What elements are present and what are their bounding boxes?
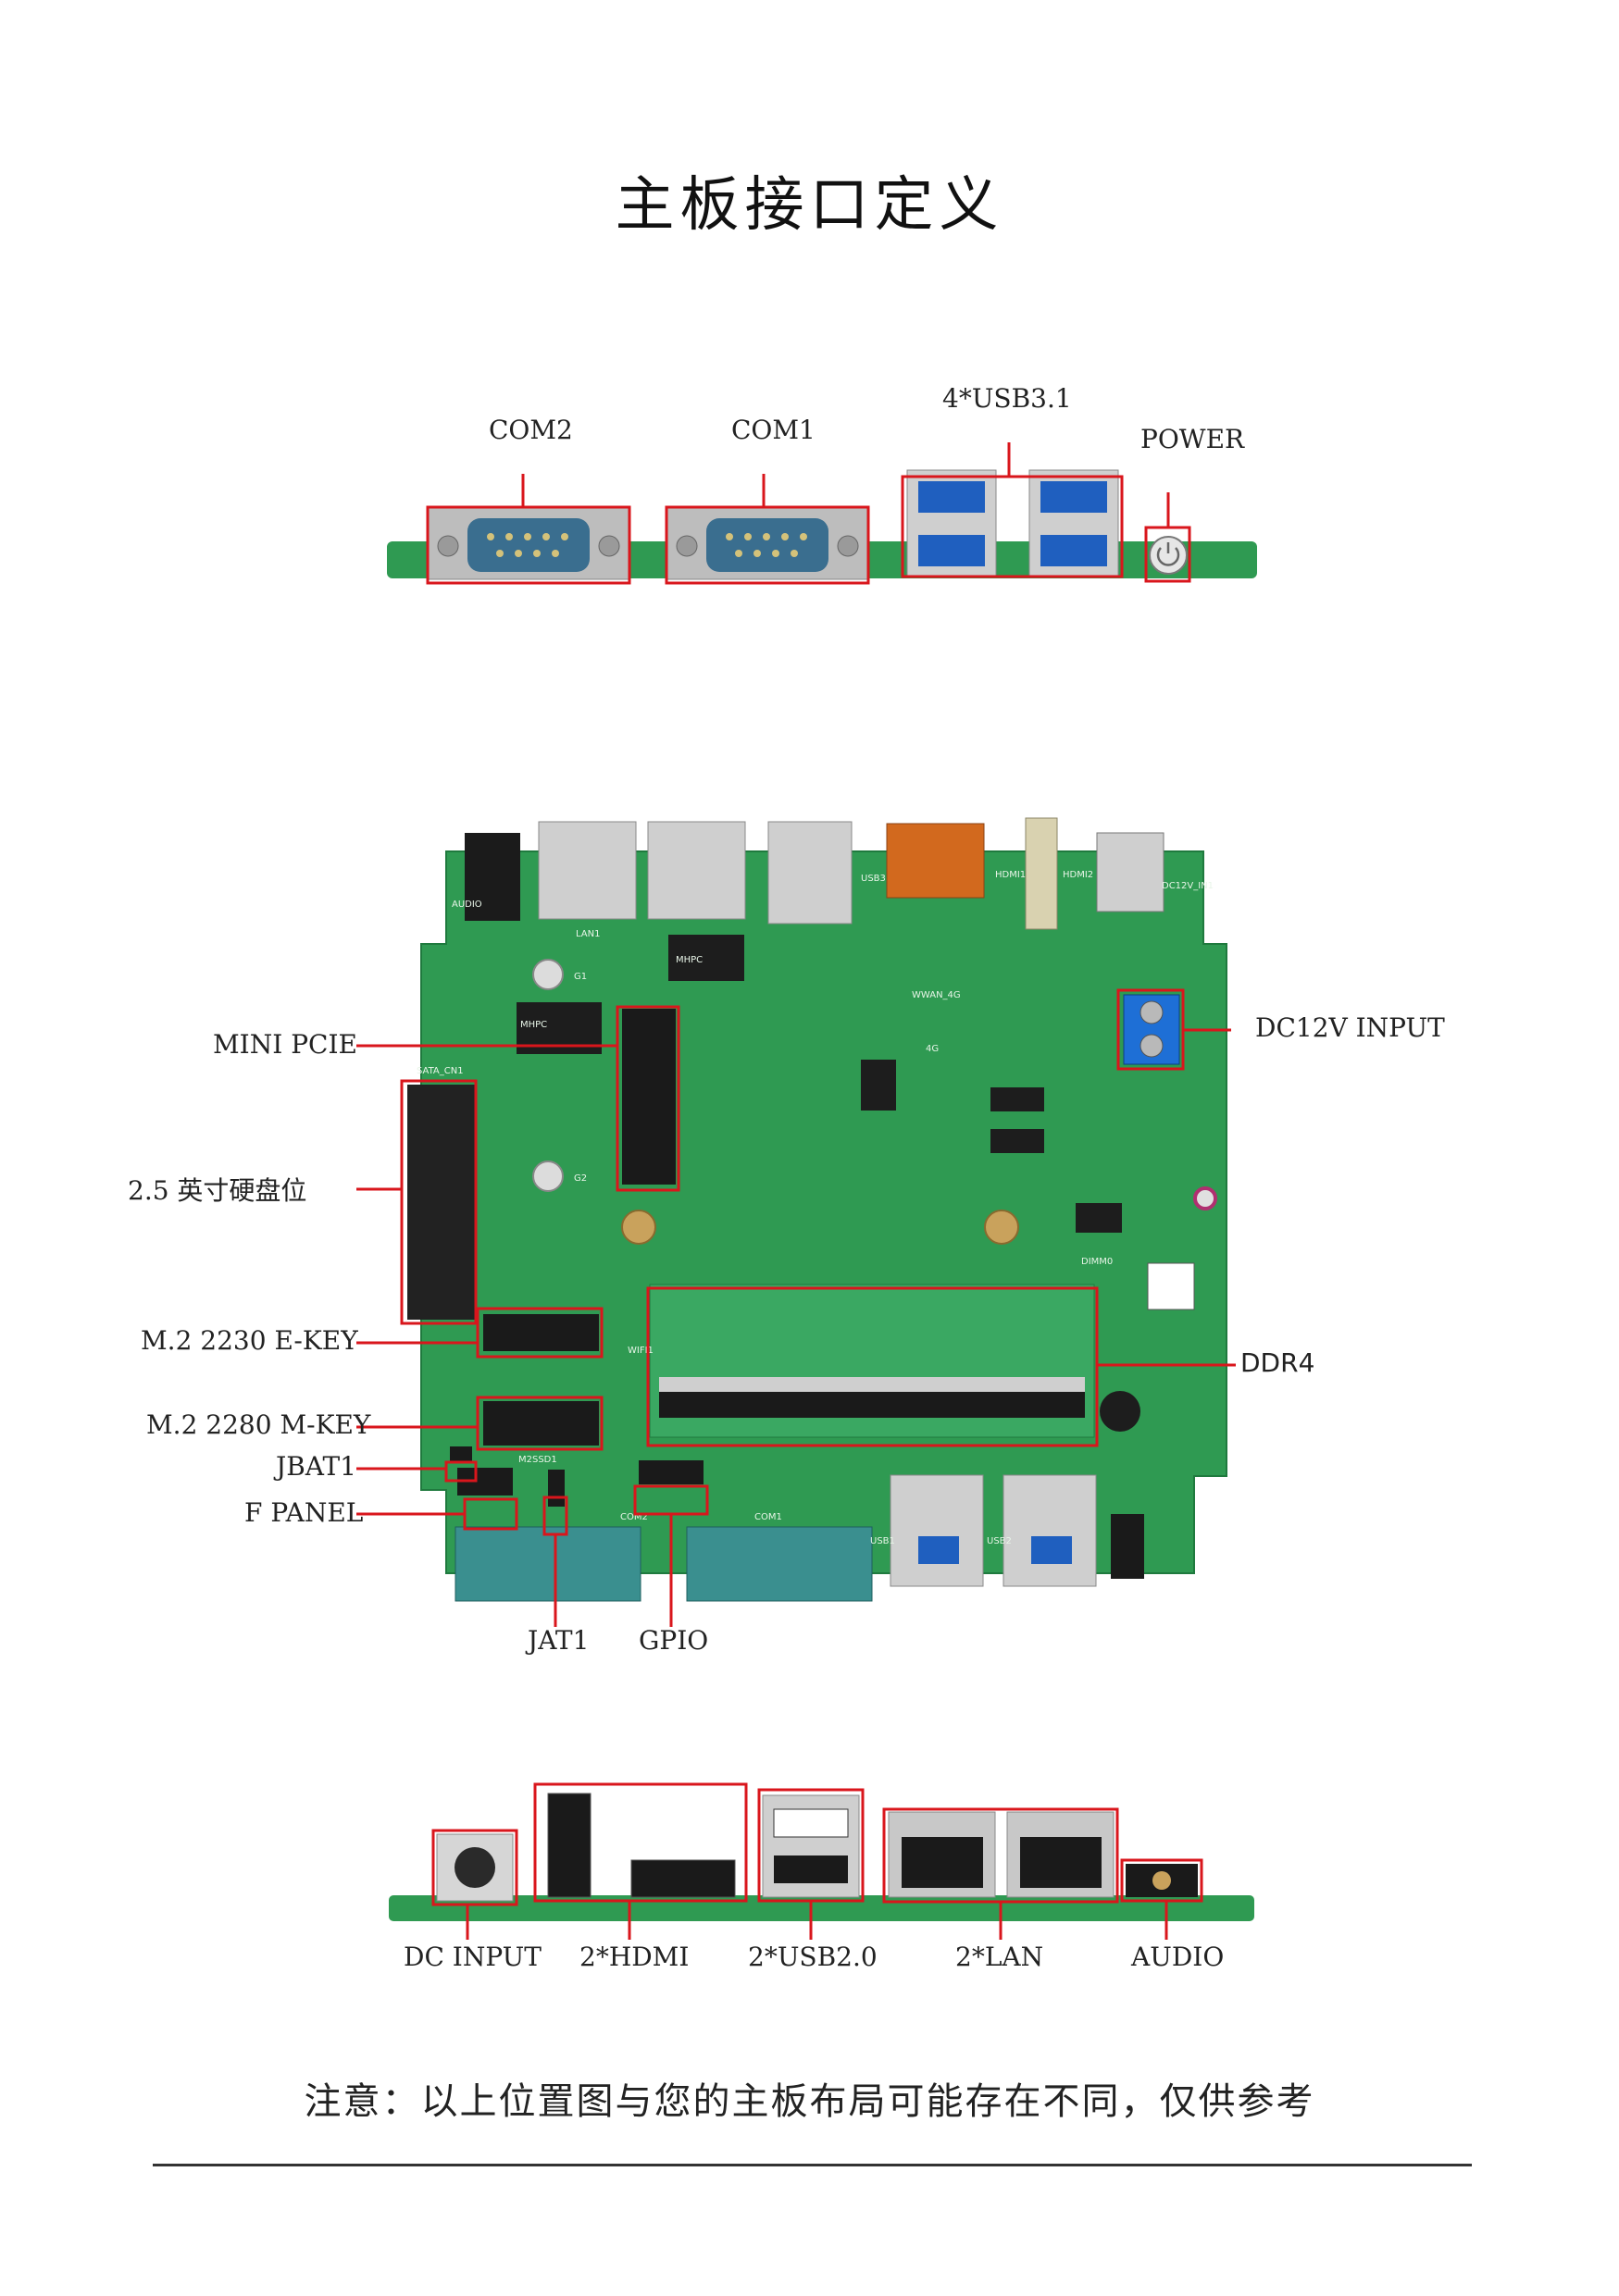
power-button-icon (1149, 536, 1188, 575)
page-title: 主板接口定义 (615, 171, 1004, 240)
silk-text: WWAN_4G (912, 990, 961, 1000)
silk-text: DIMM0 (1081, 1257, 1113, 1267)
buzzer (1100, 1391, 1140, 1432)
top-highlights (426, 475, 1191, 585)
silk-text: MHPC (676, 955, 703, 965)
lan-chip (668, 935, 744, 981)
silk-text: USB3 (861, 874, 886, 884)
silk-text: M2SSD1 (518, 1455, 557, 1465)
silk-text: SATA_CN1 (417, 1066, 464, 1076)
m2-m-key-label: M.2 2280 M-KEY (146, 1409, 371, 1440)
silk-text: AUDIO (452, 900, 482, 910)
lan-ports (888, 1811, 1115, 1898)
usb31-ports (906, 469, 1119, 578)
gpio-label: GPIO (639, 1625, 709, 1656)
dc12v-terminal (1123, 994, 1180, 1065)
com1-bottom (686, 1526, 873, 1602)
audio-label: AUDIO (1131, 1942, 1225, 1972)
mainboard-pcb: MHPC MHPC SATA_CN1 LAN1 WWAN_4G 4G DIMM0… (356, 817, 1236, 1627)
com2-label: COM2 (489, 415, 573, 445)
silkscreen: MHPC MHPC SATA_CN1 LAN1 WWAN_4G 4G DIMM0… (417, 870, 1214, 1546)
dc-input-label: DC INPUT (404, 1942, 542, 1972)
usb-stack (767, 821, 853, 925)
bottom-view-board (389, 1782, 1254, 1940)
dc12v-input-label: DC12V INPUT (1255, 1012, 1445, 1043)
m2-e-key-slot (483, 1314, 599, 1351)
ddr4-label: DDR4 (1240, 1347, 1315, 1378)
com1-connector (666, 506, 869, 580)
sata-connector (407, 1085, 476, 1320)
top-view-board (387, 442, 1257, 585)
m2-m-key-slot (483, 1401, 599, 1446)
hdmi-port (886, 823, 985, 899)
silk-text: 4G (926, 1044, 939, 1054)
jbat1-label: JBAT1 (276, 1451, 356, 1482)
silk-text: HDMI1 (995, 870, 1026, 880)
usb31-label: 4*USB3.1 (942, 383, 1072, 414)
com2-connector (427, 506, 630, 580)
lan-label: 2*LAN (955, 1942, 1044, 1972)
usb20-ports (762, 1794, 860, 1898)
bottom-highlights (431, 1782, 1203, 1906)
qr-label (1147, 1262, 1195, 1310)
bottom-leaders (466, 1901, 1168, 1940)
silk-text: MHPC (520, 1020, 547, 1030)
disclaimer-note: 注意：以上位置图与您的主板布局可能存在不同，仅供参考 (304, 2080, 1315, 2123)
silk-text: LAN1 (576, 929, 600, 939)
silk-text: G2 (574, 1173, 587, 1184)
audio-port (1126, 1864, 1198, 1897)
hdmi-ports (547, 1793, 736, 1898)
silk-text: G1 (574, 972, 587, 982)
jat1-label: JAT1 (528, 1625, 590, 1656)
usb1-stack (890, 1474, 984, 1587)
dc-jack (1096, 832, 1164, 912)
audio-jack (465, 833, 520, 921)
silk-text: COM2 (620, 1512, 648, 1522)
hdmi-label: 2*HDMI (579, 1942, 690, 1972)
m2-e-key-label: M.2 2230 E-KEY (141, 1325, 358, 1356)
silk-text: COM1 (754, 1512, 782, 1522)
lan2-port (647, 821, 746, 920)
com1-label: COM1 (731, 415, 816, 445)
usb2-stack (1003, 1474, 1097, 1587)
mounting-holes (621, 1210, 1019, 1245)
hdd-bay-label: 2.5 英寸硬盘位 (128, 1175, 307, 1206)
com2-bottom (455, 1526, 641, 1602)
silk-text: USB1 (870, 1536, 895, 1546)
power-label: POWER (1140, 424, 1245, 454)
board-leaders (356, 1028, 1236, 1627)
f-panel-label: F PANEL (244, 1497, 364, 1528)
board-highlights (400, 988, 1185, 1536)
silk-text: HDMI2 (1063, 870, 1093, 880)
lan1-port (538, 821, 637, 920)
mini-pcie-label: MINI PCIE (213, 1029, 357, 1060)
silk-text: DC12V_IN1 (1162, 881, 1214, 891)
top-leaders (521, 442, 1170, 527)
dc-input-jack (436, 1833, 514, 1902)
mini-pcie-slot (622, 1009, 676, 1185)
hdmi-vertical (1025, 817, 1058, 930)
usb20-label: 2*USB2.0 (748, 1942, 878, 1972)
footer-divider (153, 2164, 1472, 2166)
silk-text: WIFI1 (628, 1346, 654, 1356)
silk-text: USB2 (987, 1536, 1012, 1546)
ddr4-slot (649, 1284, 1095, 1438)
